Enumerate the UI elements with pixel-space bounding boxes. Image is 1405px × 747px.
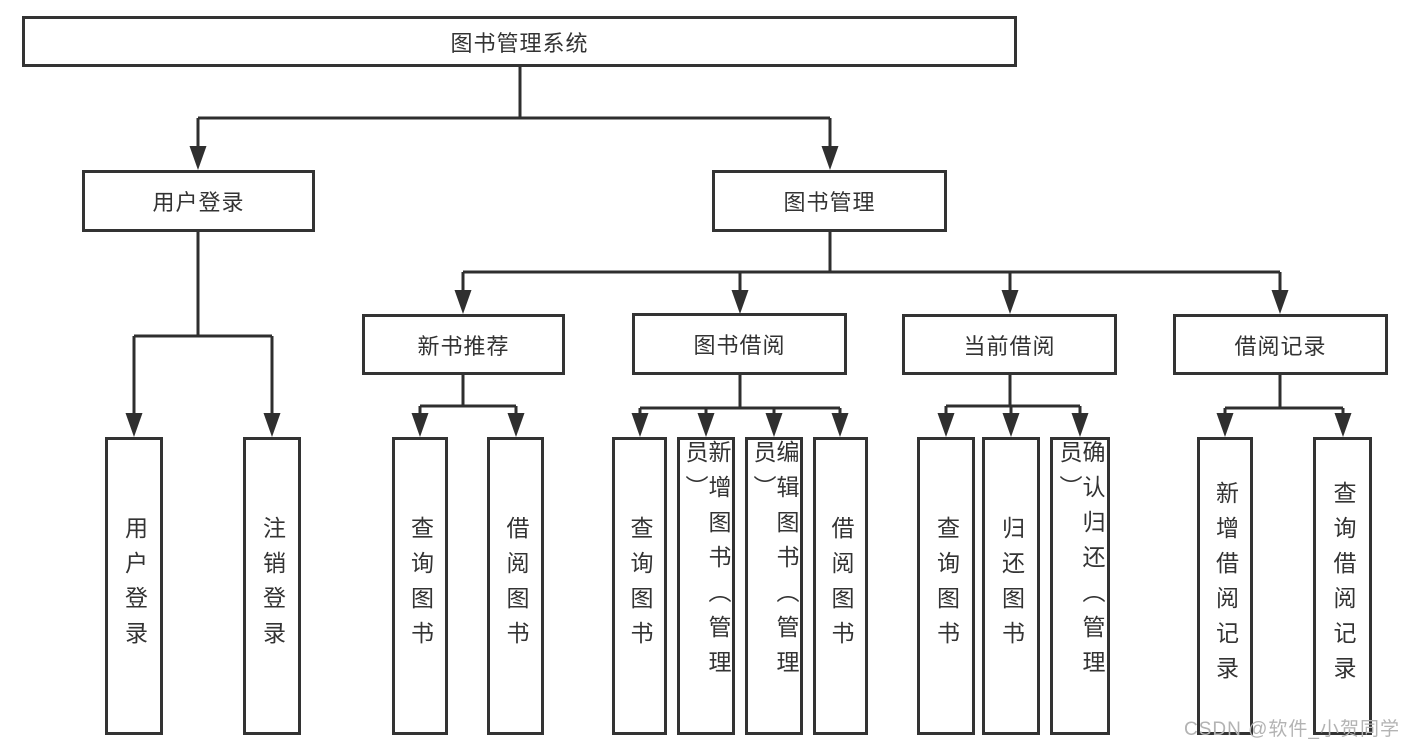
node-library-management-system: 图书管理系统 bbox=[22, 16, 1017, 67]
node-book-borrow: 图书借阅 bbox=[632, 313, 847, 375]
leaf-confirm-return-admin: 确认归还（管理员） bbox=[1050, 437, 1110, 735]
node-new-book-recommend: 新书推荐 bbox=[362, 314, 565, 375]
connector-book-management-children bbox=[454, 232, 1289, 314]
leaf-query-books-borrow: 查询图书 bbox=[612, 437, 667, 735]
csdn-watermark: CSDN @软件_小贺同学 bbox=[1184, 719, 1400, 740]
leaf-query-books-recommend: 查询图书 bbox=[392, 437, 448, 735]
leaf-return-books: 归还图书 bbox=[982, 437, 1040, 735]
leaf-user-login: 用户登录 bbox=[105, 437, 163, 735]
leaf-edit-books-admin: 编辑图书（管理员） bbox=[745, 437, 803, 735]
node-current-borrow: 当前借阅 bbox=[902, 314, 1117, 375]
leaf-query-books-current: 查询图书 bbox=[917, 437, 975, 735]
connector-user-login-children bbox=[125, 232, 281, 437]
node-book-management: 图书管理 bbox=[712, 170, 947, 232]
leaf-add-borrow-record: 新增借阅记录 bbox=[1197, 437, 1253, 735]
leaf-logout: 注销登录 bbox=[243, 437, 301, 735]
connector-current-borrow-children bbox=[937, 375, 1089, 437]
connector-new-book-children bbox=[411, 375, 525, 437]
connector-root-to-level2 bbox=[189, 67, 839, 170]
connector-borrow-record-children bbox=[1216, 375, 1352, 437]
node-borrow-record: 借阅记录 bbox=[1173, 314, 1388, 375]
connector-book-borrow-children bbox=[631, 375, 849, 437]
leaf-add-books-admin: 新增图书（管理员） bbox=[677, 437, 735, 735]
leaf-borrow-books-recommend: 借阅图书 bbox=[487, 437, 544, 735]
node-user-login: 用户登录 bbox=[82, 170, 315, 232]
leaf-query-borrow-record: 查询借阅记录 bbox=[1313, 437, 1372, 735]
leaf-borrow-books: 借阅图书 bbox=[813, 437, 868, 735]
